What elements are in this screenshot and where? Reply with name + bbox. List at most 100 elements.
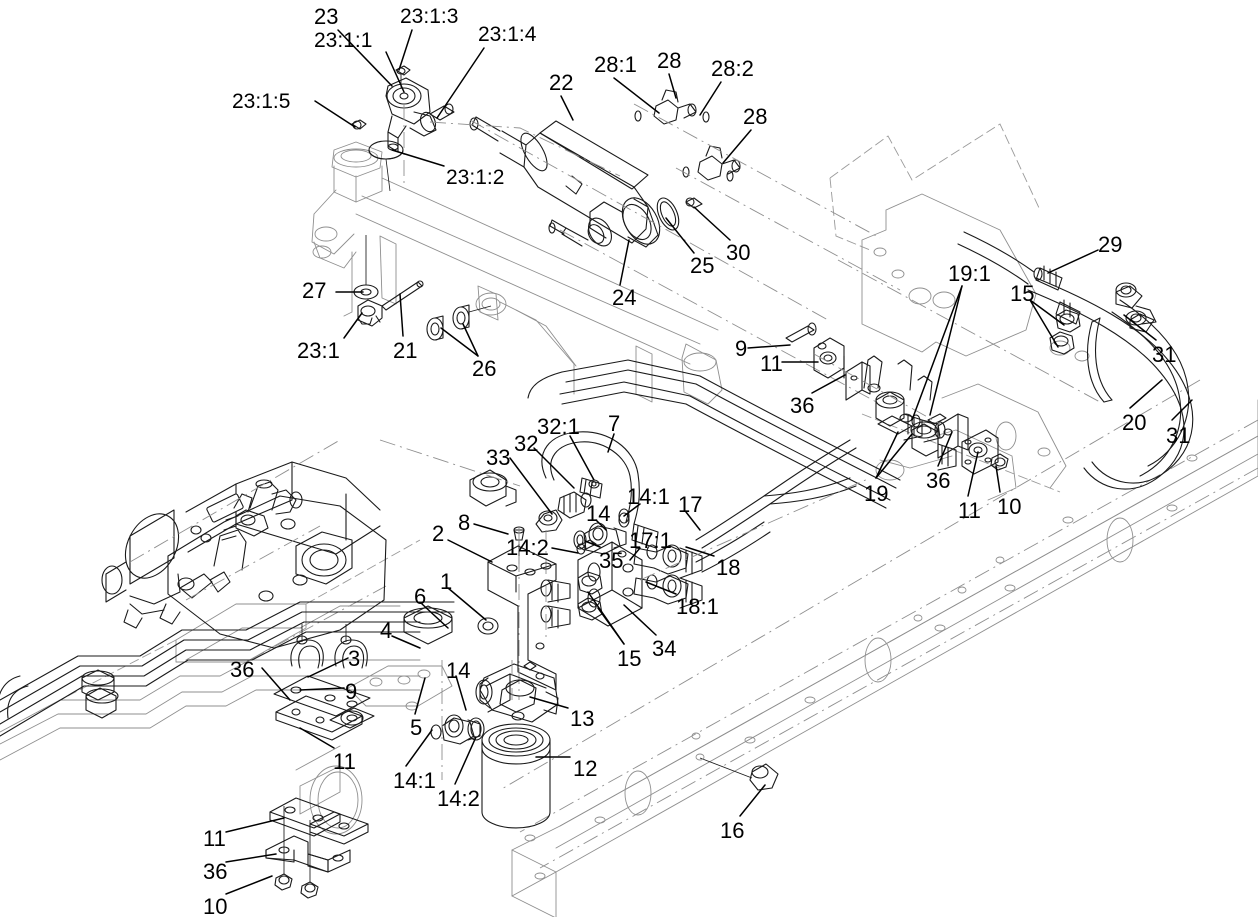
leader-line-23-1-1: [385, 51, 405, 93]
leader-line-6: [421, 603, 449, 629]
main-frame-rail-ghost: [499, 379, 1258, 917]
callout-label-19-1: 19:1: [948, 261, 991, 286]
callout-label-29: 29: [1098, 232, 1123, 257]
plug-16: [691, 732, 779, 791]
callout-label-15: 15: [1010, 281, 1035, 306]
callout-label-11: 11: [203, 826, 226, 851]
callout-label-27: 27: [302, 278, 327, 303]
callout-label-9: 9: [735, 336, 748, 361]
tube-assembly-4-5-6: [0, 601, 455, 737]
callout-label-36: 36: [230, 657, 255, 682]
manifold-block-34: [540, 477, 871, 640]
leader-line-9: [747, 344, 791, 349]
leader-line-18: [685, 546, 715, 557]
callout-label-31: 31: [1152, 342, 1177, 367]
callout-label-11: 11: [333, 749, 356, 774]
callout-label-7: 7: [608, 411, 621, 436]
leader-line-5: [414, 677, 426, 715]
callout-label-3: 3: [348, 646, 361, 671]
leader-line-14-2: [454, 736, 477, 785]
leader-line-28: [722, 129, 752, 164]
callout-label-28-1: 28:1: [594, 52, 637, 77]
leader-line-19: [875, 431, 899, 479]
callout-label-14: 14: [446, 658, 471, 683]
callout-label-28: 28: [657, 48, 682, 73]
leader-line-25: [665, 217, 695, 254]
clamp-cluster-left: [273, 624, 375, 741]
leader-line-23-1-2: [391, 149, 445, 167]
leader-line-10: [995, 465, 1001, 493]
leader-line-17: [685, 511, 701, 531]
callout-label-8: 8: [458, 510, 471, 535]
leader-line-19-1: [911, 285, 963, 421]
callout-label-35: 35: [599, 548, 624, 573]
leader-line-32: [533, 447, 575, 489]
callout-label-5: 5: [410, 715, 423, 740]
callout-label-24: 24: [612, 285, 637, 310]
sensor-switch-32: [379, 439, 600, 533]
leader-line-11: [225, 817, 285, 833]
leader-line-16: [739, 784, 766, 817]
callout-label-18-1: 18:1: [676, 594, 719, 619]
callout-label-12: 12: [573, 756, 598, 781]
callout-label-23-1-5: 23:1:5: [232, 90, 291, 113]
fitting-cluster-19: [863, 355, 1009, 475]
leader-line-18-1: [645, 581, 677, 595]
callout-label-15: 15: [617, 646, 642, 671]
callout-label-11: 11: [958, 498, 981, 523]
callout-label-16: 16: [720, 818, 745, 843]
leader-line-36: [261, 667, 291, 701]
axle-hardware-cluster: [353, 235, 492, 341]
callout-label-6: 6: [414, 584, 427, 609]
right-frame-plate-ghost: [829, 123, 1090, 501]
callout-label-1: 1: [440, 569, 453, 594]
leader-line-9: [299, 687, 345, 691]
leader-line-21: [399, 293, 404, 337]
leader-line-26: [462, 323, 479, 357]
callout-label-28-2: 28:2: [711, 56, 754, 81]
callout-label-14-1: 14:1: [627, 484, 670, 509]
callout-label-21: 21: [393, 338, 418, 363]
callout-label-23: 23: [314, 4, 339, 29]
leader-line-15: [1029, 299, 1065, 326]
leader-line-3: [307, 657, 349, 678]
callout-label-25: 25: [690, 253, 715, 278]
callout-label-22: 22: [549, 70, 574, 95]
leader-line-33: [509, 457, 553, 515]
callout-label-32: 32: [514, 431, 539, 456]
leader-line-14: [595, 519, 607, 531]
mid-bracket-cluster: [785, 322, 941, 425]
callout-label-34: 34: [652, 636, 677, 661]
callout-leader-lines: [225, 29, 1193, 895]
leader-line-36: [937, 431, 953, 467]
hose-loop-assembly: [837, 231, 1194, 490]
leader-line-31: [1123, 314, 1157, 341]
callout-label-2: 2: [432, 521, 445, 546]
callout-label-18: 18: [716, 555, 741, 580]
leader-line-31: [1171, 399, 1193, 421]
leader-line-10: [225, 875, 273, 895]
callout-label-14-2: 14:2: [437, 786, 480, 811]
leader-line-1: [447, 587, 487, 621]
callout-label-32-1: 32:1: [537, 414, 580, 439]
callout-label-36: 36: [926, 468, 951, 493]
leader-line-26: [440, 327, 479, 357]
leader-line-35: [584, 540, 601, 548]
callout-label-23-1-1: 23:1:1: [314, 29, 373, 52]
leader-line-28: [668, 73, 677, 99]
left-chassis-ghost: [0, 539, 453, 835]
callout-label-26: 26: [472, 356, 497, 381]
clamp-cluster-bottom-left: [265, 797, 369, 899]
front-axle-ghost: [311, 141, 723, 405]
callout-label-13: 13: [570, 706, 595, 731]
hydraulic-pump-assembly: [101, 439, 387, 649]
callout-label-14: 14: [586, 501, 611, 526]
leader-line-14-1: [405, 729, 433, 767]
leader-line-17-1: [629, 547, 641, 561]
leader-line-36: [811, 374, 846, 394]
leader-line-28-1: [613, 77, 660, 114]
tube-assembly-17-18: [527, 359, 901, 573]
callout-label-9: 9: [345, 679, 358, 704]
leader-line-4: [391, 635, 421, 649]
